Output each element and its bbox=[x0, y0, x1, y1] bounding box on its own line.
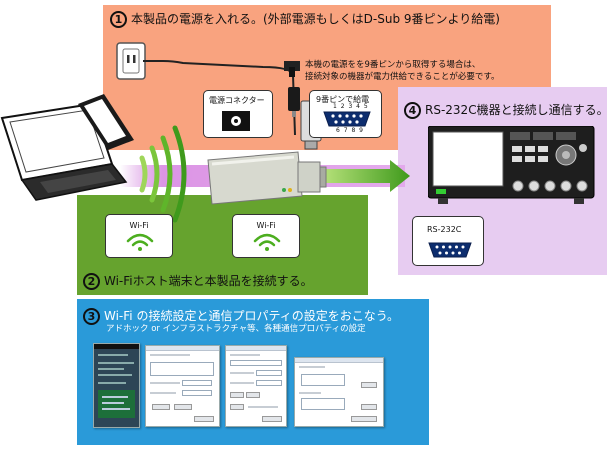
dsub9-connector-icon bbox=[323, 111, 371, 127]
app-screenshot-settings-2 bbox=[225, 345, 287, 427]
laptop-icon bbox=[0, 102, 128, 201]
step1-number: 1 bbox=[110, 11, 127, 28]
wifi-signal-icon bbox=[126, 233, 154, 251]
data-arrow bbox=[318, 160, 410, 192]
pin9-label: 9番ピンで給電 bbox=[316, 95, 370, 104]
pin9-callout: 9番ピンで給電 1 2 3 4 5 6 7 8 9 bbox=[309, 90, 382, 138]
step1-title-text: 本製品の電源を入れる。(外部電源もしくはD-Sub 9番ピンより給電) bbox=[131, 12, 500, 26]
wifi-label-host: Wi-Fi bbox=[129, 221, 149, 230]
dsub-top-pins: 1 2 3 4 5 bbox=[333, 103, 369, 110]
step3-subtitle: アドホック or インフラストラクチャ等、各種通信プロパティの設定 bbox=[106, 324, 366, 334]
power-jack-icon bbox=[222, 111, 250, 131]
step3-title-text: Wi-Fi の接続設定と通信プロパティの設定をおこなう。 bbox=[104, 309, 400, 323]
rs232c-label: RS-232C bbox=[427, 225, 462, 234]
smartphone-icon bbox=[78, 94, 134, 150]
step2-number: 2 bbox=[83, 273, 100, 290]
power-connector-label: 電源コネクター bbox=[209, 96, 265, 105]
rs232c-port-icon bbox=[428, 242, 472, 258]
step2-title-text: Wi-Fiホスト端末と本製品を接続する。 bbox=[104, 274, 313, 288]
step2-title: 2 Wi-Fiホスト端末と本製品を接続する。 bbox=[83, 272, 313, 290]
step4-number: 4 bbox=[404, 102, 421, 119]
power-connector-callout: 電源コネクター bbox=[203, 90, 273, 138]
app-screenshot-settings-3 bbox=[294, 357, 384, 427]
step1-note-line1: 本機の電源をを9番ピンから取得する場合は、 bbox=[305, 60, 481, 70]
ac-adapter-icon bbox=[284, 61, 300, 77]
step1-note-line2: 接続対象の機器が電力供給できることが必要です。 bbox=[305, 72, 500, 82]
wifi-label-device: Wi-Fi bbox=[256, 221, 276, 230]
dc-plug-icon bbox=[288, 87, 300, 117]
step4-title-text: RS-232C機器と接続し通信する。 bbox=[425, 103, 609, 117]
step3-number: 3 bbox=[83, 308, 100, 325]
step4-title: 4 RS-232C機器と接続し通信する。 bbox=[404, 101, 609, 119]
rs232c-callout: RS-232C bbox=[412, 216, 484, 266]
step3-title: 3 Wi-Fi の接続設定と通信プロパティの設定をおこなう。 bbox=[83, 307, 399, 325]
rs232c-instrument-icon bbox=[428, 126, 595, 204]
wifi-callout-host: Wi-Fi bbox=[105, 214, 173, 258]
wifi-signal-icon bbox=[253, 233, 281, 251]
wifi-callout-device: Wi-Fi bbox=[232, 214, 300, 258]
app-screenshot-settings-1 bbox=[145, 345, 220, 427]
dsub-bottom-pins: 6 7 8 9 bbox=[336, 127, 364, 134]
app-screenshot-mobile bbox=[93, 343, 140, 428]
wifi-waves-icon bbox=[139, 125, 187, 223]
step1-title: 1 本製品の電源を入れる。(外部電源もしくはD-Sub 9番ピンより給電) bbox=[110, 10, 500, 28]
wifi-rs232c-adapter-icon bbox=[207, 151, 327, 205]
